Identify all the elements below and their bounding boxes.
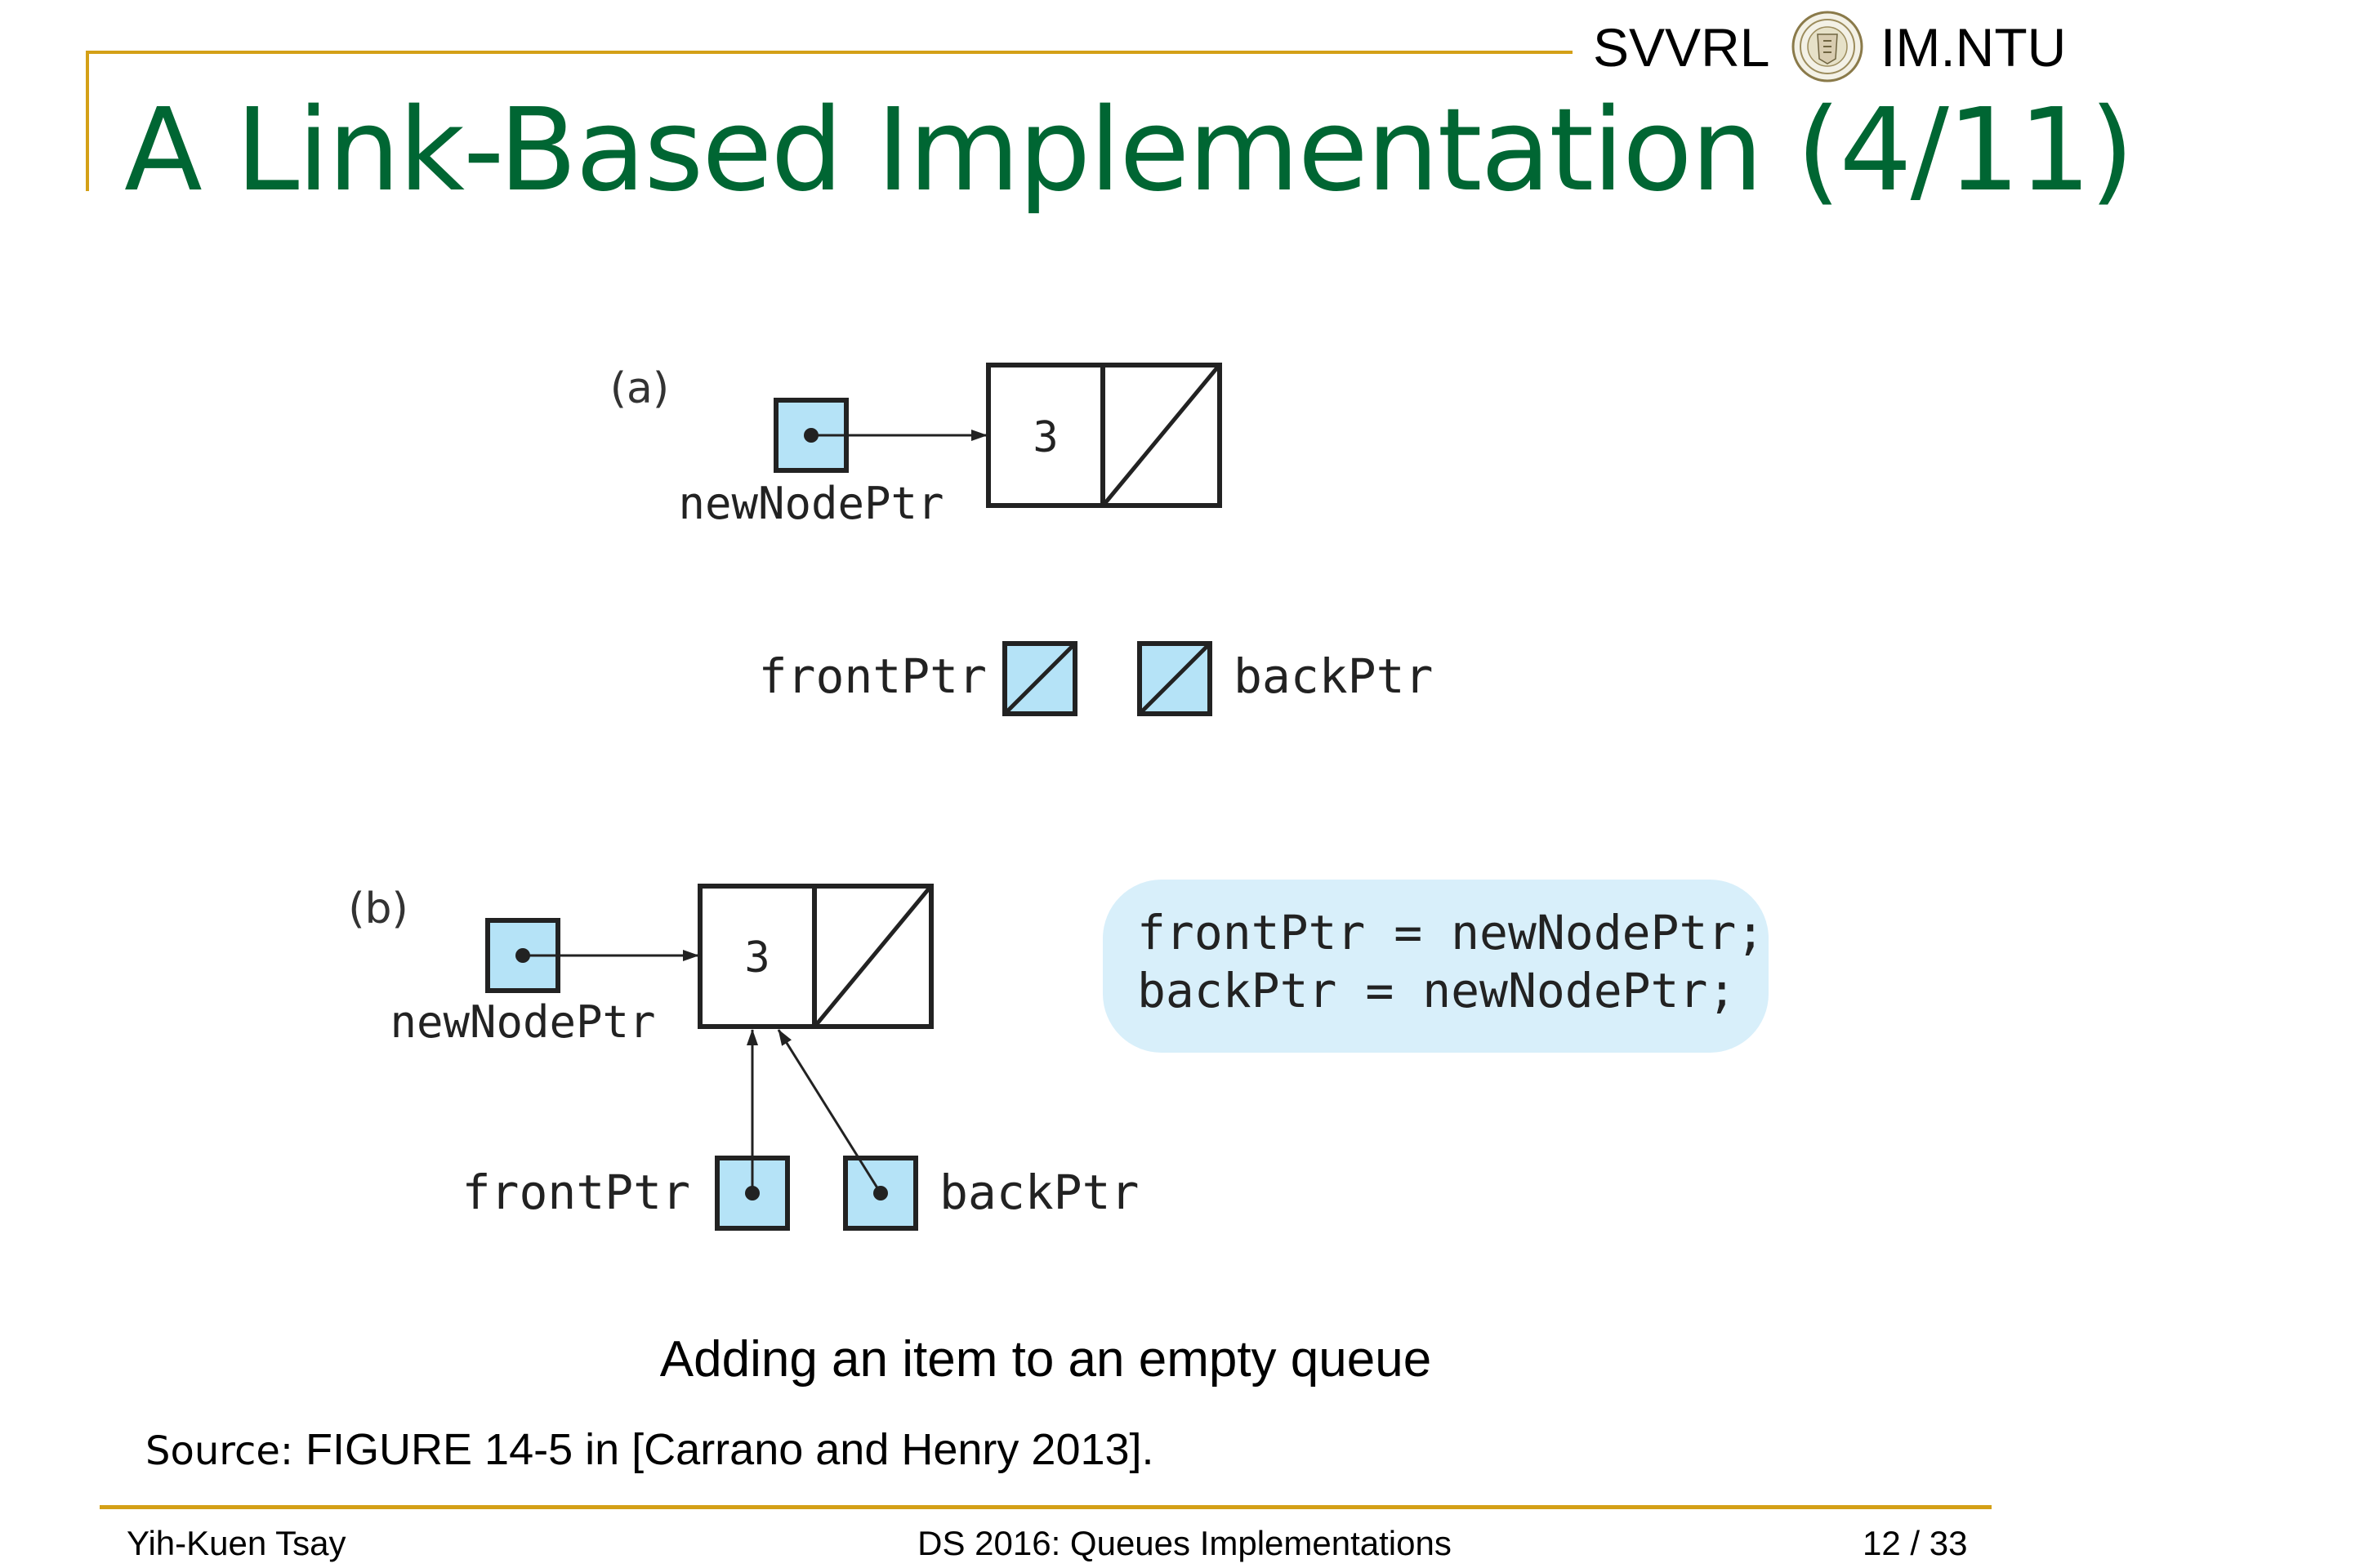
back-ptr-label: backPtr (1234, 648, 1433, 704)
figure-part-a: (a) newNodePtr 3 frontPtr backPtr (610, 363, 1433, 716)
part-b-label: (b) (348, 884, 408, 933)
back-ptr-label: backPtr (939, 1165, 1139, 1220)
university-seal-icon (1791, 11, 1863, 82)
part-a-label: (a) (610, 364, 669, 413)
null-slash (1006, 644, 1074, 713)
null-next-slash (1103, 365, 1220, 506)
new-node-ptr-label: newNodePtr (678, 478, 944, 529)
footer-page-number: 12 / 33 (1863, 1524, 1968, 1562)
code-box (1103, 880, 1769, 1053)
header-rule (86, 51, 1573, 54)
source-line: Source: FIGURE 14-5 in [Carrano and Henr… (145, 1421, 1154, 1480)
figure-part-b: (b) newNodePtr 3 frontPtr backPtr frontP… (348, 880, 1769, 1231)
source-label: Source: (145, 1428, 294, 1474)
queue-diagram: (a) newNodePtr 3 frontPtr backPtr (b) ne… (348, 363, 1769, 1231)
node-value: 3 (744, 933, 770, 982)
brand-imntu: IM.NTU (1880, 17, 2067, 78)
null-next-slash (814, 886, 931, 1027)
front-ptr-label: frontPtr (759, 648, 987, 704)
figure-caption: Adding an item to an empty queue (659, 1331, 1432, 1388)
footer-rule (100, 1505, 1992, 1509)
header-rule-left (86, 51, 89, 191)
footer-course: DS 2016: Queues Implementations (917, 1524, 1452, 1562)
front-ptr-label: frontPtr (462, 1165, 690, 1220)
slide-title: A Link-Based Implementation (4/11) (124, 84, 2135, 217)
code-line: frontPtr = newNodePtr; (1137, 905, 1764, 960)
code-line: backPtr = newNodePtr; (1137, 963, 1736, 1018)
brand-svvrl: SVVRL (1593, 17, 1770, 78)
node-value: 3 (1033, 413, 1058, 462)
null-slash (1140, 644, 1209, 713)
footer-author: Yih-Kuen Tsay (127, 1524, 346, 1562)
back-ptr-arrow (777, 1029, 882, 1194)
source-text: FIGURE 14-5 in [Carrano and Henry 2013]. (306, 1425, 1154, 1474)
new-node-ptr-label: newNodePtr (390, 996, 655, 1048)
